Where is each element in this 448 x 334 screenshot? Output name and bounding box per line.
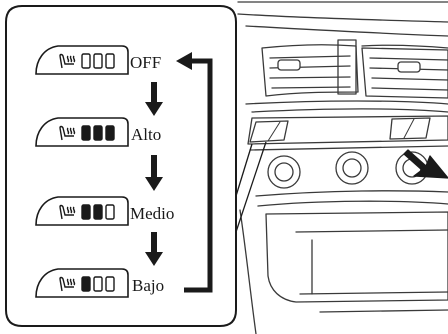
pointer-arrow — [403, 149, 448, 179]
seat-heater-switch-left — [249, 120, 289, 143]
switch-strip — [247, 115, 448, 145]
vent-knob-left — [277, 59, 301, 71]
arrow-icon-down-1 — [145, 82, 163, 116]
vent-knob-right — [397, 61, 421, 73]
climate-knob-left — [267, 155, 301, 189]
arrow-icon-return-loop — [176, 52, 213, 293]
storage-tray — [265, 211, 448, 303]
switch-icon-medium — [35, 196, 129, 226]
seat-heater-switch-right — [389, 117, 431, 140]
heated-seat-icon — [59, 276, 76, 292]
air-vent-left — [261, 44, 359, 97]
climate-knob-center — [335, 151, 369, 185]
arrow-icon-down-3 — [145, 232, 163, 266]
center-vent-divider — [337, 39, 357, 95]
state-label-low: Bajo — [132, 276, 165, 295]
heated-seat-icon — [59, 125, 76, 141]
switch-icon-off — [35, 45, 129, 75]
heated-seat-icon — [59, 204, 76, 220]
arrow-icon-down-2 — [145, 155, 163, 191]
switch-icon-high — [35, 117, 129, 147]
dashboard-illustration — [237, 1, 448, 334]
callout-panel — [5, 5, 237, 327]
callout-connector — [235, 141, 267, 233]
state-label-high: Alto — [131, 125, 162, 144]
state-label-off: OFF — [130, 53, 162, 72]
state-label-medium: Medio — [130, 204, 175, 223]
air-vent-right — [361, 47, 448, 99]
heated-seat-icon — [59, 53, 76, 69]
switch-icon-low — [35, 268, 129, 298]
